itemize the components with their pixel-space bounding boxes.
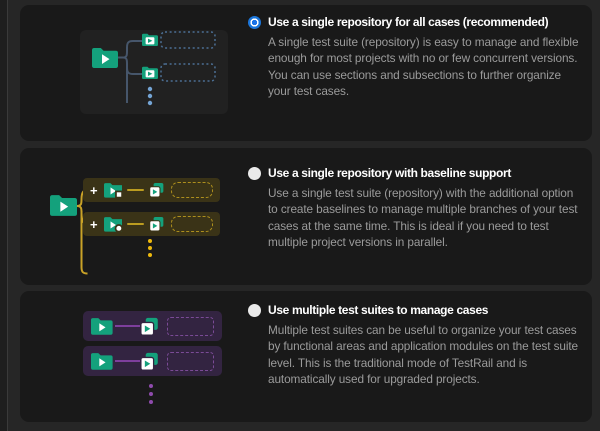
baseline-branch-row: + [83,178,220,202]
repository-tree-diagram [92,31,216,106]
option-card-baseline-support: + + Use a single [20,148,592,285]
dashed-placeholder [166,351,214,371]
option-description: Use a single test suite (repository) wit… [268,186,578,250]
copy-suite-icon [140,317,158,336]
ellipsis-dots-icon [147,86,153,106]
folder-play-circle-badge-icon [103,217,123,232]
dashed-placeholder [166,316,214,336]
dashed-placeholder [171,216,213,232]
connector-line [127,223,145,225]
radio-baseline-support[interactable] [248,166,261,180]
illustration-single-repository [80,30,228,114]
connector-line [114,360,141,362]
option-card-single-repository: Use a single repository for all cases (r… [20,5,592,141]
dashed-placeholder [171,182,213,198]
option-text-single-repository: Use a single repository for all cases (r… [248,15,582,100]
option-description: A single test suite (repository) is easy… [268,35,579,99]
option-title[interactable]: Use multiple test suites to manage cases [268,303,489,317]
ellipsis-dots-icon [148,239,152,257]
option-description: Multiple test suites can be useful to or… [268,323,578,387]
window-left-edge [0,0,8,431]
copy-suite-icon [140,352,158,371]
option-text-baseline-support: Use a single repository with baseline su… [248,166,582,251]
radio-multiple-suites[interactable] [248,303,261,317]
baseline-branch-row: + [83,212,220,236]
option-row-multiple-suites[interactable]: Use multiple test suites to manage cases [248,303,582,317]
folder-play-icon [92,48,118,68]
folder-play-icon [50,195,77,216]
folder-play-icon [91,353,113,370]
option-row-baseline-support[interactable]: Use a single repository with baseline su… [248,166,582,180]
connector-line [127,189,145,191]
option-title[interactable]: Use a single repository for all cases (r… [268,15,549,29]
option-row-single-repository[interactable]: Use a single repository for all cases (r… [248,15,582,29]
copy-suite-icon [149,183,164,198]
folder-play-icon [91,318,113,335]
test-suite-row [83,311,222,341]
plus-icon: + [90,182,98,198]
dashed-placeholder [160,31,216,49]
option-title[interactable]: Use a single repository with baseline su… [268,166,511,180]
radio-single-repository[interactable] [248,15,261,29]
option-card-multiple-suites: Use multiple test suites to manage cases… [20,291,592,422]
copy-suite-icon [149,217,164,232]
plus-icon: + [90,216,98,232]
subfolder-play-icon [142,33,158,46]
option-text-multiple-suites: Use multiple test suites to manage cases… [248,303,582,388]
dashed-placeholder [160,63,216,82]
folder-play-square-badge-icon [103,183,123,198]
test-suite-row [83,346,222,376]
subfolder-play-icon [142,66,158,79]
tree-connector-lines [118,40,142,103]
ellipsis-dots-icon [149,384,153,404]
connector-line [114,325,141,327]
